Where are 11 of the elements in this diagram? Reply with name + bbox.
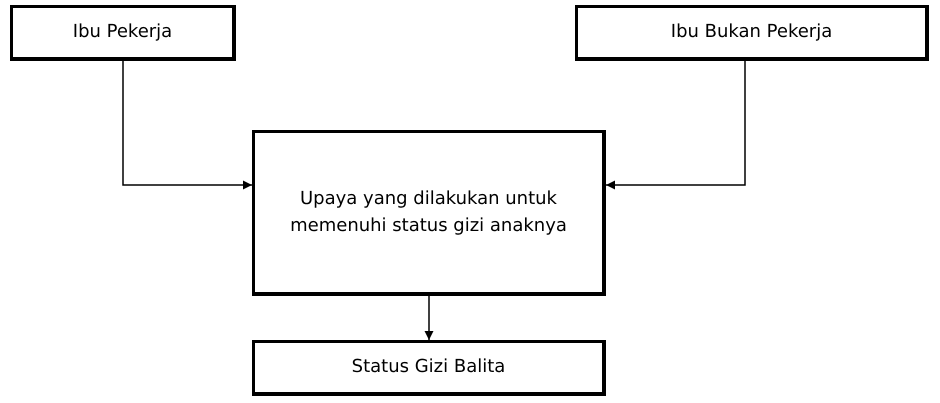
- arrow: [122, 61, 252, 190]
- box-label: Status Gizi Balita: [350, 355, 506, 380]
- box-label: Ibu Bukan Pekerja: [670, 20, 834, 44]
- box-label: Ibu Pekerja: [72, 20, 174, 44]
- process-box: [10, 5, 236, 61]
- arrow: [424, 296, 434, 340]
- process-box: [252, 340, 606, 396]
- process-box: [252, 130, 606, 296]
- process-box: [575, 5, 929, 61]
- box-label: Upaya yang dilakukan untuk memenuhi status gizi anaknya: [289, 187, 568, 238]
- arrow: [606, 61, 746, 190]
